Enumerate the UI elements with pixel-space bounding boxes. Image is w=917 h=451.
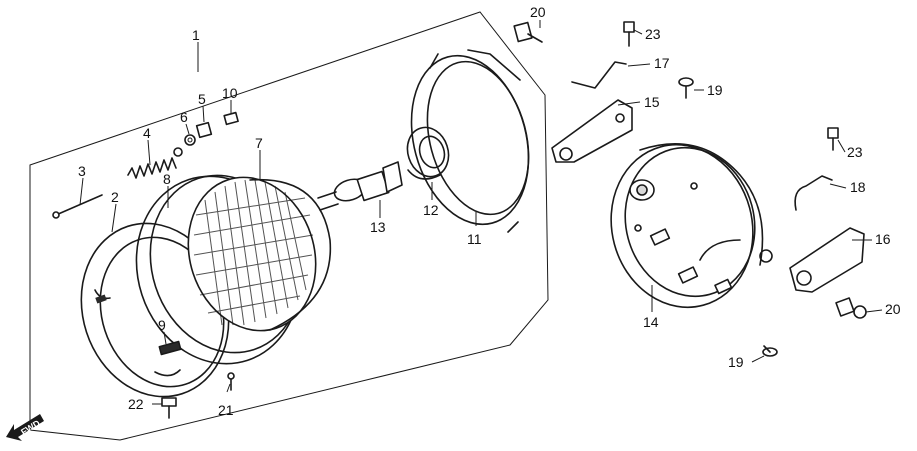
rim-screw — [52, 194, 103, 219]
fwd-direction-marker: FWD — [6, 414, 44, 441]
lens-screw — [227, 372, 235, 391]
part-label-3: 3 — [78, 163, 86, 179]
assembly-boundary — [29, 11, 549, 441]
part-label-13: 13 — [370, 219, 386, 235]
part-label-20-upper: 20 — [530, 4, 546, 20]
part-label-21: 21 — [218, 402, 234, 418]
mounting-ring — [410, 49, 530, 233]
bolt-23-upper — [623, 21, 635, 47]
rim-fastener — [158, 340, 182, 356]
part-label-4: 4 — [143, 125, 151, 141]
arrow-icon — [6, 414, 44, 441]
part-label-22: 22 — [128, 396, 144, 412]
stay-screw-upper — [678, 77, 694, 99]
leader-lines — [79, 20, 883, 405]
part-label-19-upper: 19 — [707, 82, 723, 98]
rim-bolt — [161, 397, 177, 419]
part-label-6: 6 — [180, 109, 188, 125]
headlight-case — [610, 143, 773, 309]
part-label-20-lower: 20 — [885, 301, 901, 317]
part-label-12: 12 — [423, 202, 439, 218]
part-label-2: 2 — [111, 189, 119, 205]
part-label-5: 5 — [198, 91, 206, 107]
wire-clip-lower — [794, 175, 833, 211]
part-label-23-upper: 23 — [645, 26, 661, 42]
part-label-8: 8 — [163, 171, 171, 187]
part-label-11: 11 — [467, 231, 482, 247]
wire-clip-upper — [571, 61, 627, 89]
part-label-15: 15 — [644, 94, 660, 110]
adjuster-washer — [184, 134, 196, 146]
part-label-9: 9 — [158, 317, 166, 333]
lower-stay-bolt — [835, 297, 867, 319]
part-label-17: 17 — [654, 55, 670, 71]
left-stay — [789, 227, 865, 293]
upper-stay-bolt — [513, 21, 543, 43]
part-label-10: 10 — [222, 85, 238, 101]
headlight-lens-unit — [135, 174, 332, 365]
part-label-23-lower: 23 — [847, 144, 863, 160]
headlight-bulb — [317, 161, 403, 211]
adjuster-clip — [223, 111, 239, 126]
stay-screw-lower — [762, 345, 778, 357]
part-label-19-lower: 19 — [728, 354, 744, 370]
adjuster-nut — [195, 121, 213, 139]
right-stay — [551, 99, 633, 163]
part-label-7: 7 — [255, 135, 263, 151]
part-label-14: 14 — [643, 314, 659, 330]
part-label-18: 18 — [850, 179, 866, 195]
part-label-16: 16 — [875, 231, 891, 247]
part-label-1: 1 — [192, 27, 200, 43]
bolt-23-lower — [827, 127, 839, 151]
adjusting-spring — [127, 147, 183, 179]
